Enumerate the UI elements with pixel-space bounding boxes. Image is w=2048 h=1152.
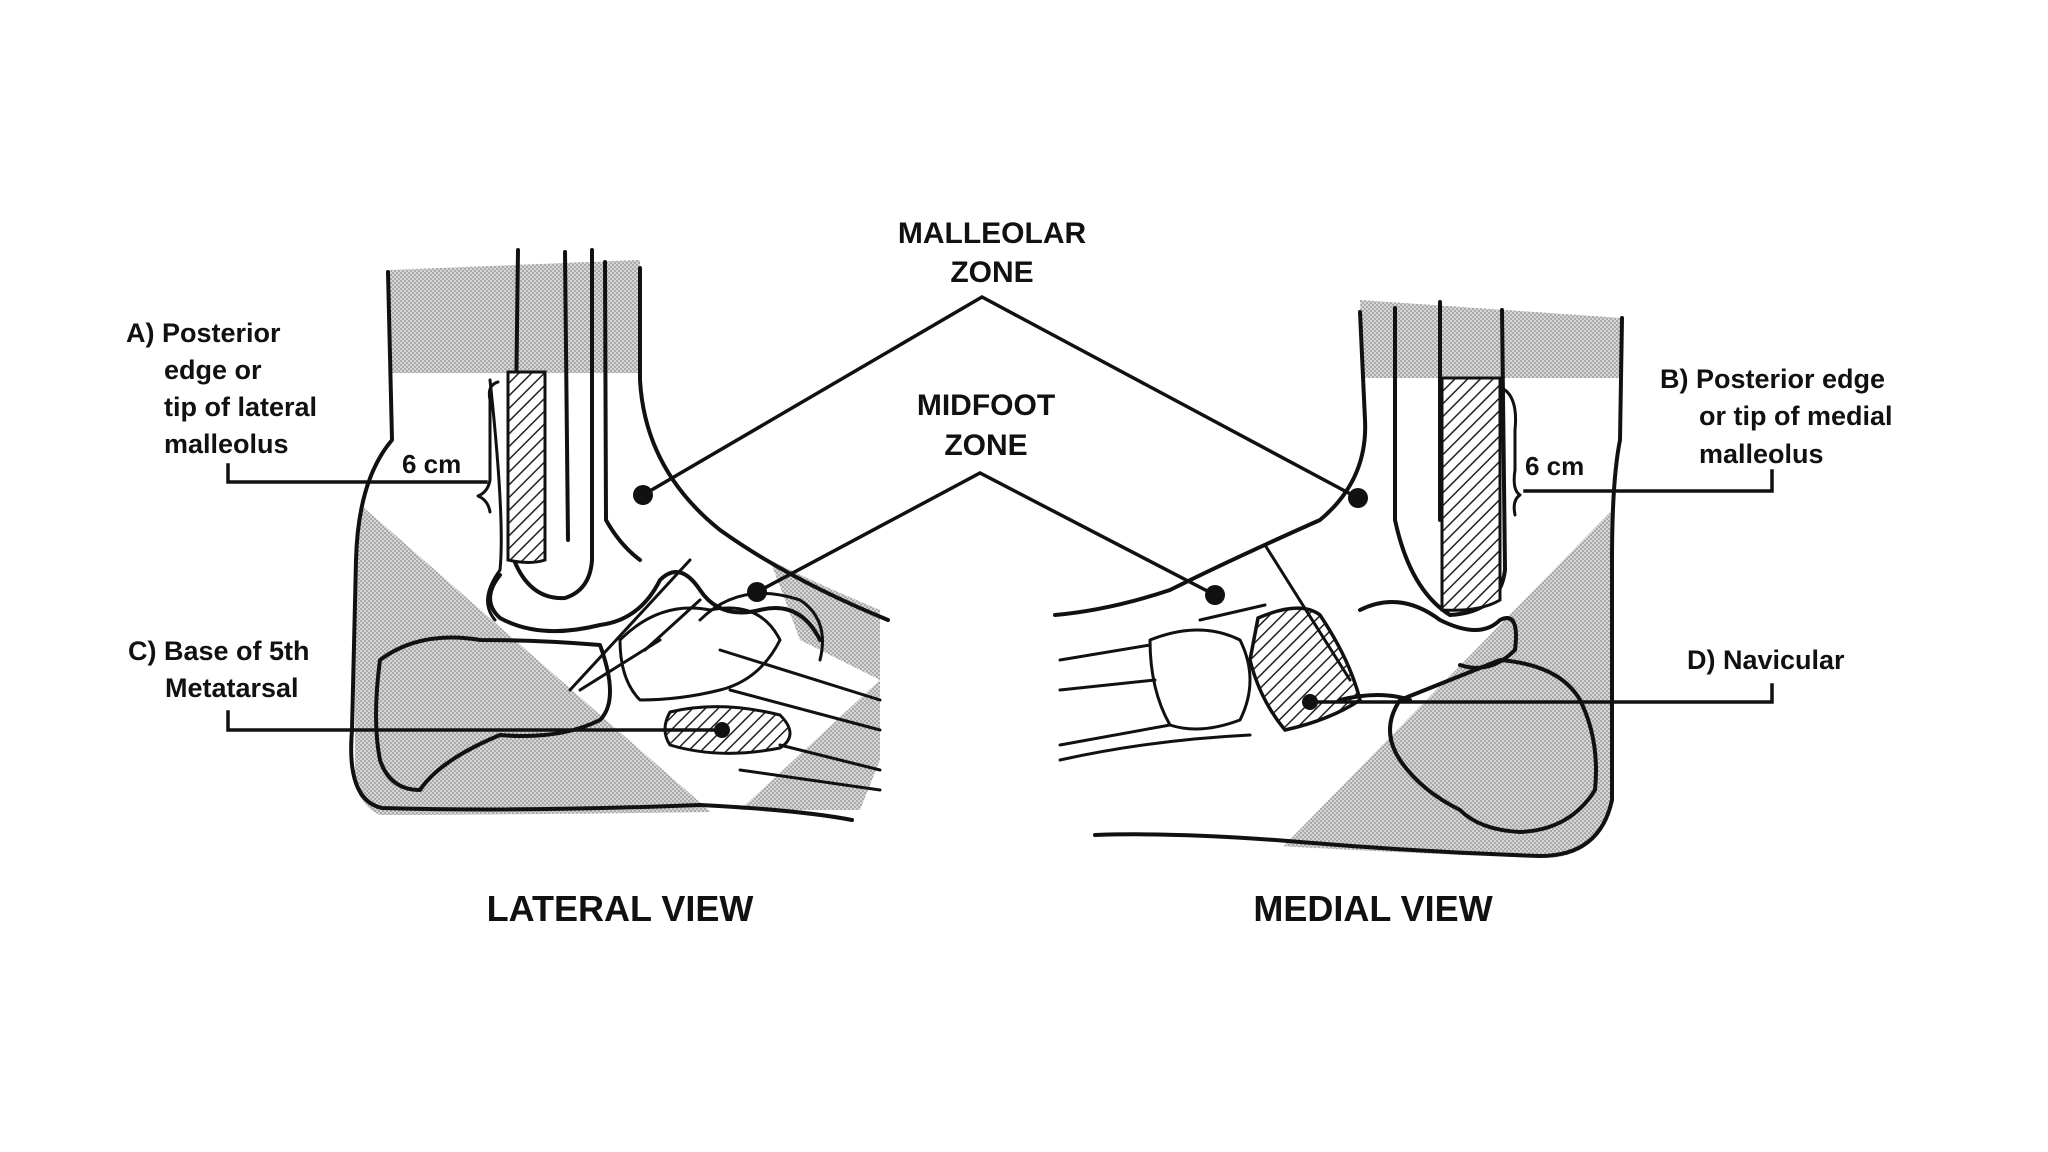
label-d: D) Navicular (1687, 645, 1845, 675)
svg-text:MIDFOOT: MIDFOOT (917, 389, 1055, 422)
navicular-point (1302, 694, 1318, 710)
midfoot-zone-label: MIDFOOT ZONE (917, 389, 1055, 462)
measure-right: 6 cm (1525, 451, 1584, 481)
svg-text:D) Navicular: D) Navicular (1687, 645, 1845, 675)
svg-text:or tip of medial: or tip of medial (1699, 401, 1893, 431)
label-b: B) Posterior edge or tip of medial malle… (1660, 364, 1893, 469)
medial-foot-drawing (1053, 300, 1624, 859)
svg-text:C) Base of 5th: C) Base of 5th (128, 636, 310, 666)
svg-text:B) Posterior edge: B) Posterior edge (1660, 364, 1885, 394)
svg-text:ZONE: ZONE (950, 256, 1033, 289)
svg-text:MALLEOLAR: MALLEOLAR (898, 217, 1087, 250)
malleolar-zone-dot-lateral (633, 485, 653, 505)
lateral-foot-drawing (349, 248, 890, 822)
svg-text:malleolus: malleolus (164, 429, 289, 459)
label-c: C) Base of 5th Metatarsal (128, 636, 310, 703)
measure-left: 6 cm (402, 449, 461, 479)
medial-view-title: MEDIAL VIEW (1253, 888, 1492, 929)
malleolar-zone-label: MALLEOLAR ZONE (898, 217, 1087, 289)
metatarsal-point (714, 722, 730, 738)
svg-text:Metatarsal: Metatarsal (165, 673, 299, 703)
svg-text:malleolus: malleolus (1699, 439, 1824, 469)
label-a: A) Posterior edge or tip of lateral mall… (126, 318, 317, 459)
svg-text:ZONE: ZONE (944, 429, 1027, 462)
midfoot-zone-dot-lateral (747, 582, 767, 602)
svg-text:tip of lateral: tip of lateral (164, 392, 317, 422)
lateral-view-title: LATERAL VIEW (487, 888, 754, 929)
midfoot-zone-dot-medial (1205, 585, 1225, 605)
malleolar-zone-dot-medial (1348, 488, 1368, 508)
zone-lines (633, 294, 1368, 605)
leader-lines (226, 463, 1774, 738)
svg-text:edge or: edge or (164, 355, 262, 385)
svg-text:A) Posterior: A) Posterior (126, 318, 281, 348)
